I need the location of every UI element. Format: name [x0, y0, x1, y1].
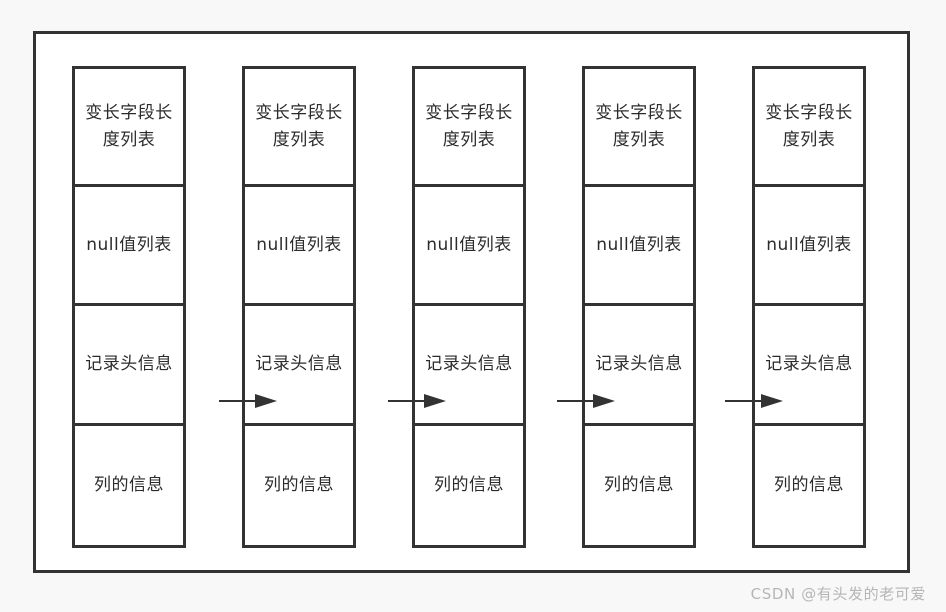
diagram-outer-frame: 变长字段长度列表 null值列表 记录头信息 列的信息 变长字段长度列表 nul…	[33, 31, 910, 573]
record-cell-column-info: 列的信息	[434, 475, 504, 496]
record-cell-null-value-list: null值列表	[755, 187, 863, 306]
record-cell-null-value-list: null值列表	[415, 187, 523, 306]
watermark-label: CSDN @有头发的老可爱	[750, 585, 926, 603]
record-column-1[interactable]: 变长字段长度列表 null值列表 记录头信息 列的信息	[72, 66, 186, 548]
record-cell-varlen-length-list: 变长字段长度列表	[245, 69, 353, 187]
record-cell-record-header-info: 记录头信息	[755, 306, 863, 426]
record-cell-varlen-length-list: 变长字段长度列表	[585, 69, 693, 187]
record-column-2[interactable]: 变长字段长度列表 null值列表 记录头信息 列的信息	[242, 66, 356, 548]
record-cell-varlen-length-list: 变长字段长度列表	[755, 69, 863, 187]
record-column-row: 变长字段长度列表 null值列表 记录头信息 列的信息 变长字段长度列表 nul…	[72, 66, 866, 548]
record-cell-record-header-info: 记录头信息	[245, 306, 353, 426]
record-cell-column-info: 列的信息	[604, 475, 674, 496]
record-column-5[interactable]: 变长字段长度列表 null值列表 记录头信息 列的信息	[752, 66, 866, 548]
record-cell-record-header-info: 记录头信息	[415, 306, 523, 426]
record-cell-column-info: 列的信息	[264, 475, 334, 496]
record-column-4[interactable]: 变长字段长度列表 null值列表 记录头信息 列的信息	[582, 66, 696, 548]
record-column-3[interactable]: 变长字段长度列表 null值列表 记录头信息 列的信息	[412, 66, 526, 548]
record-cell-record-header-info: 记录头信息	[75, 306, 183, 426]
record-cell-null-value-list: null值列表	[75, 187, 183, 306]
record-cell-null-value-list: null值列表	[245, 187, 353, 306]
record-cell-column-info: 列的信息	[94, 475, 164, 496]
record-cell-column-info: 列的信息	[774, 475, 844, 496]
record-cell-null-value-list: null值列表	[585, 187, 693, 306]
record-cell-varlen-length-list: 变长字段长度列表	[75, 69, 183, 187]
record-cell-record-header-info: 记录头信息	[585, 306, 693, 426]
record-cell-varlen-length-list: 变长字段长度列表	[415, 69, 523, 187]
